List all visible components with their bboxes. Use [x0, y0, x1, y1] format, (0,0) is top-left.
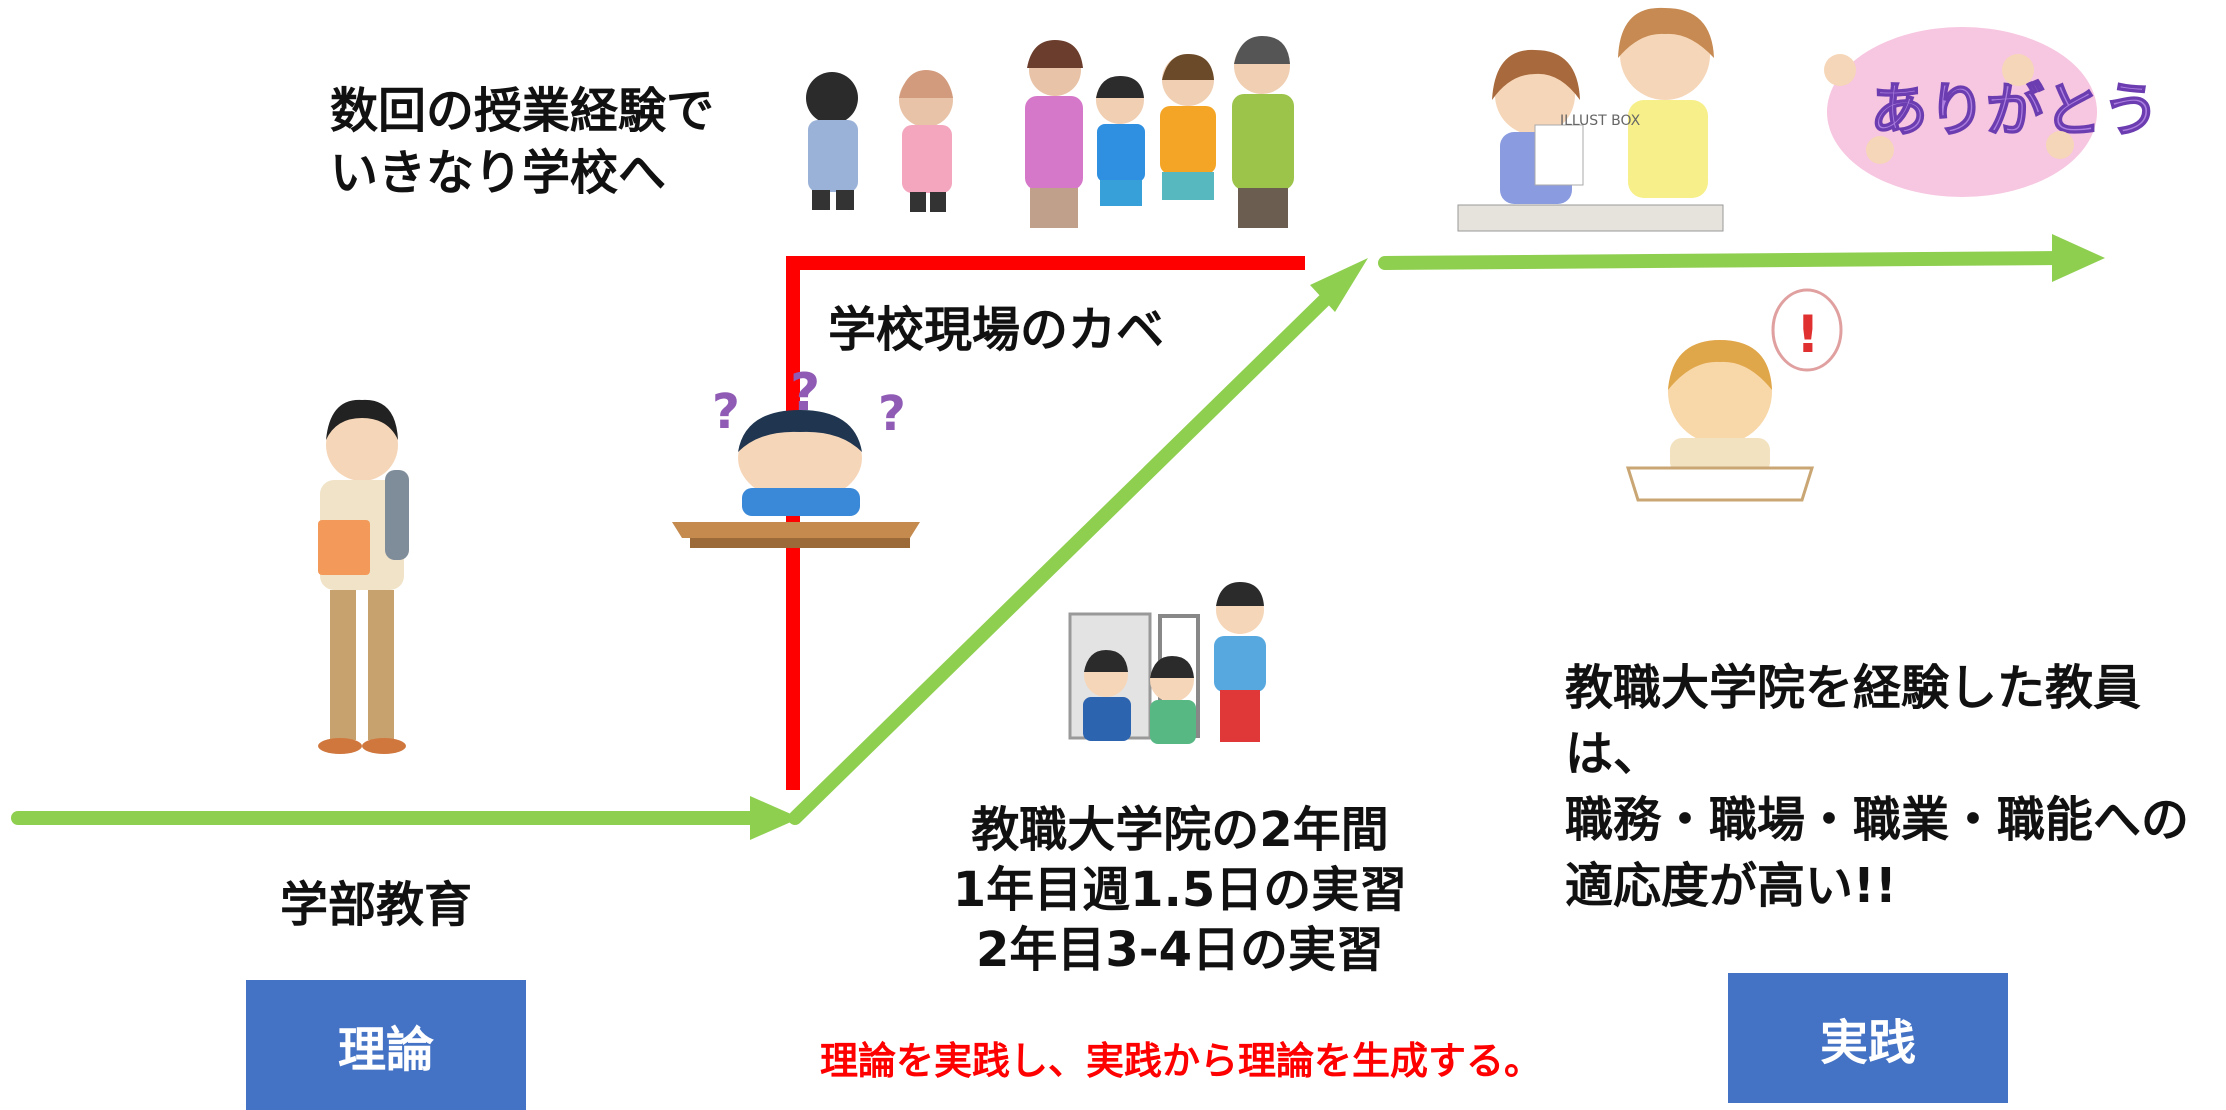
bowing-teachers-illustration [806, 70, 953, 212]
progress-arrows [11, 251, 2067, 825]
slogan-text: 理論を実践し、実践から理論を生成する。 [820, 1039, 1543, 1083]
arrow-practice [1378, 251, 2067, 270]
student-teacher-illustration [318, 399, 409, 754]
arrow-heads [750, 234, 2105, 840]
arrow-head-practice [2052, 234, 2105, 282]
arrow-grad-rise [788, 273, 1352, 825]
result-text: 教職大学院を経験した教員は、 職務・職場・職業・職能への 適応度が高い!! [1565, 660, 2190, 914]
arrow-head-undergrad [750, 796, 800, 840]
grad-program-text: 教職大学院の2年間 1年目週1.5日の実習 2年目3-4日の実習 [952, 802, 1408, 978]
school-wall-label: 学校現場のカベ [828, 302, 1165, 358]
theory-box: 理論 [246, 980, 526, 1110]
undergrad-label: 学部教育 [280, 877, 473, 933]
svg-text:?: ? [712, 384, 740, 440]
practice-box: 実践 [1728, 973, 2008, 1103]
svg-text:?: ? [878, 386, 906, 442]
classroom-illustration [1068, 582, 1266, 744]
svg-text:ありがとう: ありがとう [1870, 76, 2160, 144]
first-school-text: 数回の授業経験で いきなり学校へ [330, 83, 715, 201]
mentoring-illustration: ILLUST BOX [1457, 7, 1724, 232]
svg-text:!: ! [1796, 305, 1820, 365]
family-illustration [1025, 36, 1294, 228]
child-studying-illustration: ! [1625, 288, 1843, 502]
arrow-head-rise [1310, 258, 1368, 312]
confused-student-illustration: ? ? ? [672, 363, 920, 548]
arigatou-illustration: ありがとう [1824, 27, 2161, 197]
svg-text:ILLUST BOX: ILLUST BOX [1560, 113, 1641, 129]
